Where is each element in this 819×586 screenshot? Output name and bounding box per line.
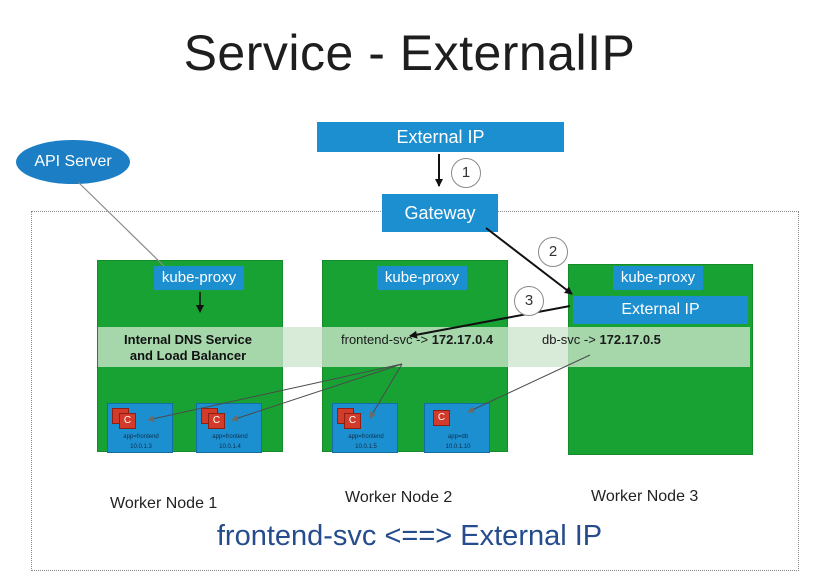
step-1-marker: 1 bbox=[451, 158, 481, 188]
gateway-box: Gateway bbox=[382, 194, 498, 232]
pod-ip: 10.0.1.10 bbox=[445, 444, 471, 450]
container-icon: C bbox=[344, 413, 361, 429]
kube-proxy-node-2: kube-proxy bbox=[377, 266, 467, 290]
dns-label-line-1: Internal DNS Service bbox=[124, 332, 252, 347]
container-icon: C bbox=[208, 413, 225, 429]
container-icon: C bbox=[433, 410, 450, 426]
worker-node-2-label: Worker Node 2 bbox=[345, 489, 453, 506]
pod-label: app=frontend bbox=[348, 434, 384, 440]
db-svc-mapping: db-svc -> 172.17.0.5 bbox=[542, 332, 661, 347]
kube-proxy-node-1: kube-proxy bbox=[154, 266, 244, 290]
worker-node-3-label: Worker Node 3 bbox=[591, 488, 699, 505]
step-3-marker: 3 bbox=[514, 286, 544, 316]
external-ip-box: External IP bbox=[317, 122, 564, 152]
pod-db: C app=db 10.0.1.10 bbox=[424, 403, 490, 453]
external-ip-node-3: External IP bbox=[573, 296, 748, 324]
api-server-bubble: API Server bbox=[16, 140, 130, 184]
diagram-title: Service - ExternalIP bbox=[183, 25, 636, 81]
pod-label: app=db bbox=[447, 434, 469, 440]
frontend-svc-mapping: frontend-svc -> 172.17.0.4 bbox=[341, 332, 493, 347]
kube-proxy-node-3: kube-proxy bbox=[613, 266, 703, 290]
pod-frontend-3: C app=frontend 10.0.1.5 bbox=[332, 403, 398, 453]
frontend-svc-ip: 172.17.0.4 bbox=[431, 332, 494, 347]
db-svc-ip: 172.17.0.5 bbox=[599, 332, 661, 347]
frontend-svc-name: frontend-svc -> bbox=[341, 332, 429, 347]
pod-ip: 10.0.1.3 bbox=[130, 444, 152, 450]
worker-node-1-label: Worker Node 1 bbox=[110, 495, 218, 512]
pod-ip: 10.0.1.4 bbox=[219, 444, 241, 450]
container-icon: C bbox=[119, 413, 136, 429]
pod-frontend-2: C app=frontend 10.0.1.4 bbox=[196, 403, 262, 453]
bottom-caption: frontend-svc <==> External IP bbox=[216, 520, 603, 552]
pod-label: app=frontend bbox=[123, 434, 159, 440]
db-svc-name: db-svc -> bbox=[542, 332, 596, 347]
pod-frontend-1: C app=frontend 10.0.1.3 bbox=[107, 403, 173, 453]
dns-service-label: Internal DNS Service and Load Balancer bbox=[106, 332, 270, 364]
pod-label: app=frontend bbox=[212, 434, 248, 440]
pod-ip: 10.0.1.5 bbox=[355, 444, 377, 450]
step-2-marker: 2 bbox=[538, 237, 568, 267]
dns-label-line-2: and Load Balancer bbox=[129, 348, 247, 363]
